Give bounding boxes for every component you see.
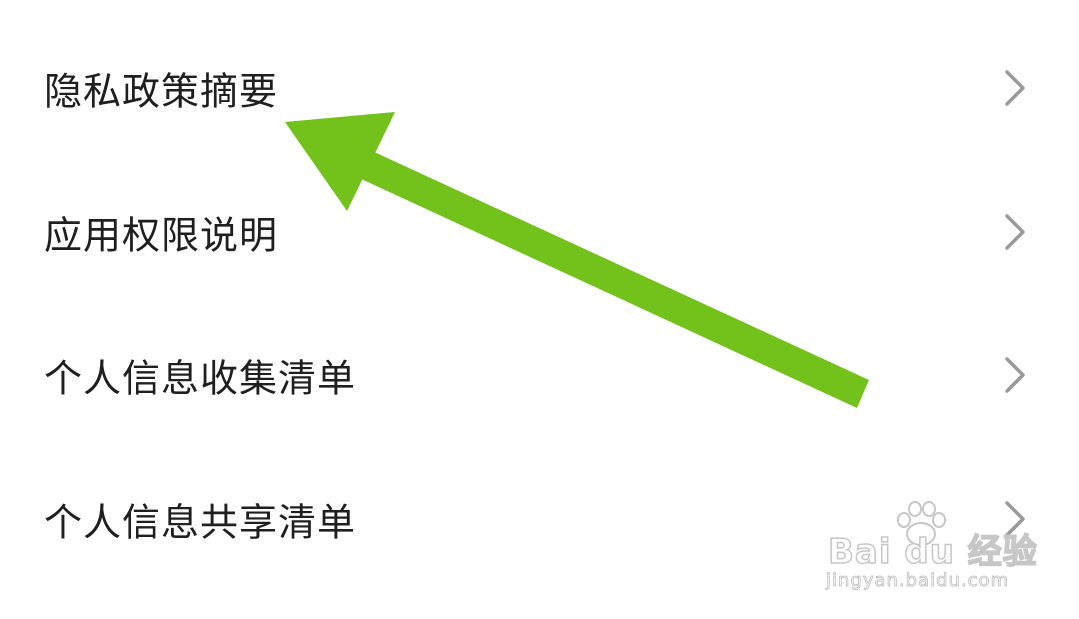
chevron-right-icon bbox=[1005, 214, 1025, 250]
menu-item-label: 个人信息共享清单 bbox=[44, 500, 357, 545]
menu-item-app-permissions[interactable]: 应用权限说明 bbox=[0, 160, 1079, 304]
menu-item-label: 应用权限说明 bbox=[44, 213, 279, 258]
menu-item-label: 隐私政策摘要 bbox=[44, 69, 279, 114]
menu-item-personal-info-collection[interactable]: 个人信息收集清单 bbox=[0, 303, 1079, 447]
menu-item-label: 个人信息收集清单 bbox=[44, 356, 357, 401]
chevron-right-icon bbox=[1005, 70, 1025, 106]
menu-item-personal-info-sharing[interactable]: 个人信息共享清单 bbox=[0, 447, 1079, 591]
menu-item-privacy-policy-summary[interactable]: 隐私政策摘要 bbox=[0, 16, 1079, 160]
chevron-right-icon bbox=[1005, 501, 1025, 537]
chevron-right-icon bbox=[1005, 357, 1025, 393]
